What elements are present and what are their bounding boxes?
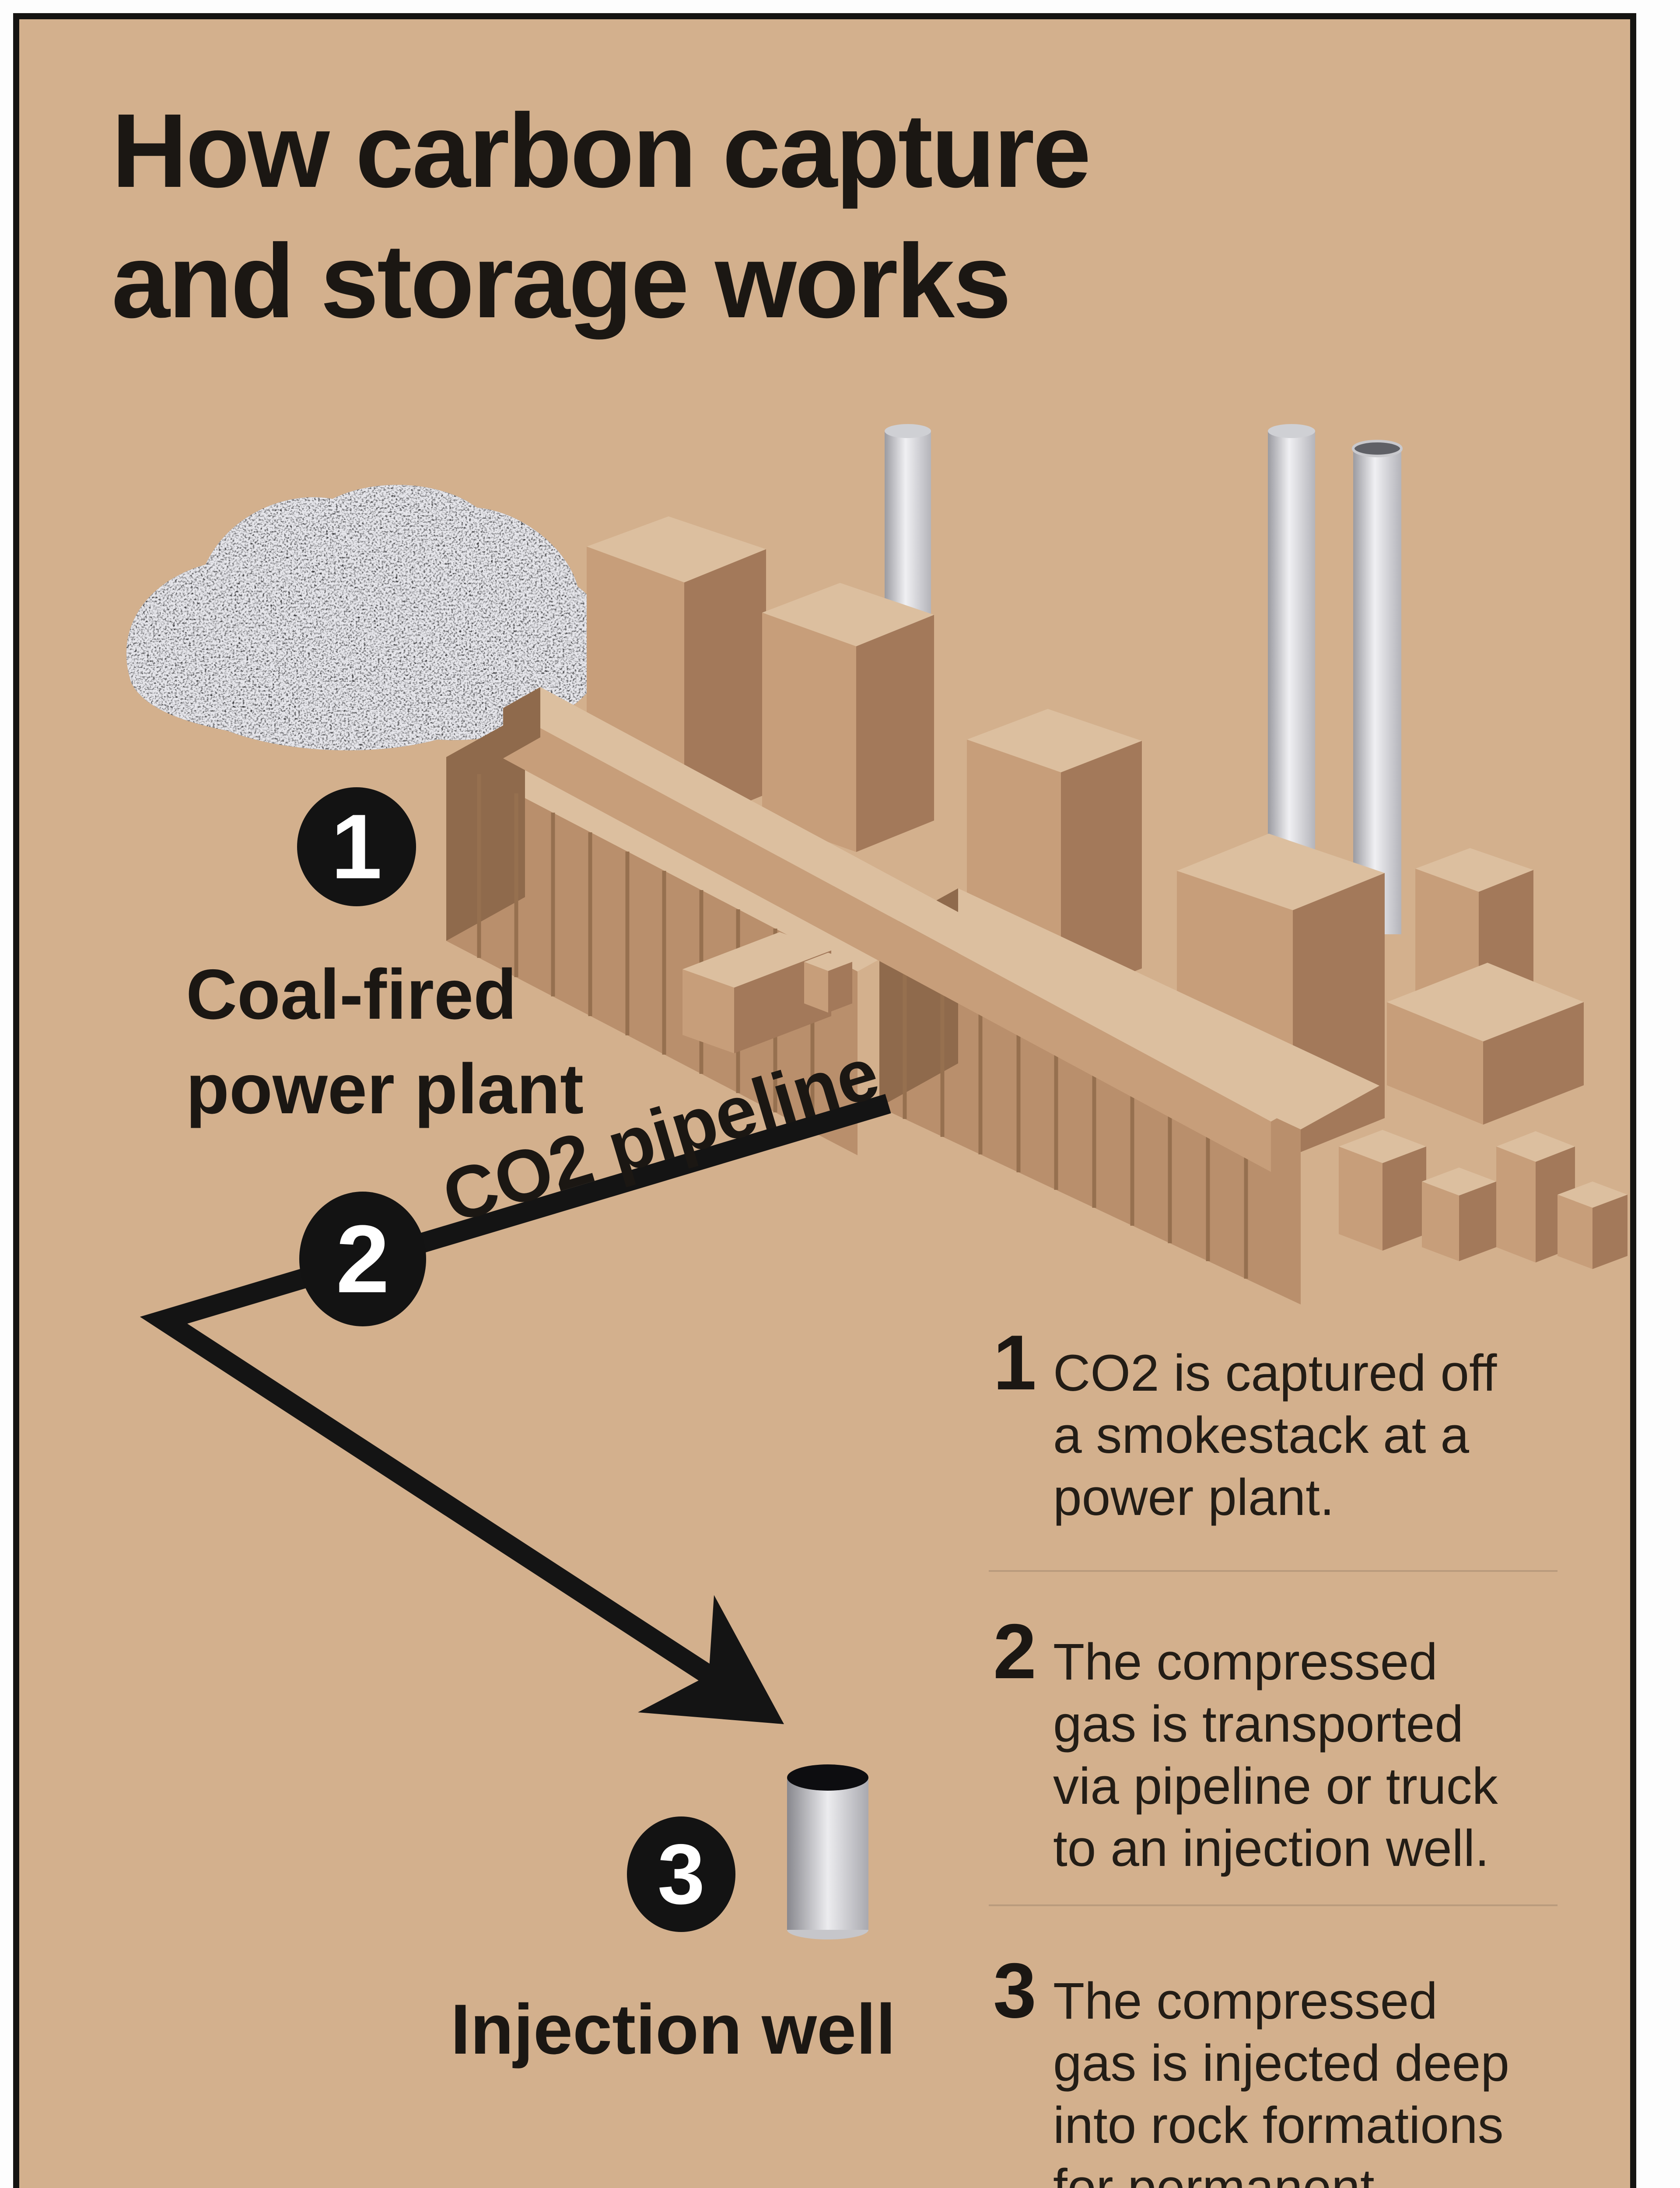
callout-step-1: 1 CO2 is captured off a smokestack at a … [993, 1324, 1623, 1529]
power-plant-illustration [446, 424, 1628, 1304]
arrowhead-icon [638, 1595, 784, 1724]
callout-text: The compressed gas is transported via pi… [1053, 1633, 1498, 1877]
callout-step-2: 2 The compressed gas is transported via … [993, 1613, 1623, 1879]
smokestack-icon [1268, 431, 1315, 882]
step-2-badge: 2 [299, 1192, 426, 1326]
numbered-circle-badge: 1 [331, 795, 382, 898]
callout-number: 1 [993, 1319, 1036, 1406]
divider [989, 1904, 1558, 1906]
coal-plant-label: Coal-fired power plant [186, 955, 584, 1129]
callout-step-3: 3 The compressed gas is injected deep in… [993, 1952, 1623, 2188]
injection-well-label: Injection well [451, 1990, 896, 2069]
injection-well-cylinder [787, 1764, 868, 1939]
numbered-circle-badge: 3 [657, 1827, 705, 1922]
step-3-badge: 3 [627, 1816, 735, 1932]
callout-number: 3 [993, 1947, 1036, 2034]
page-title: How carbon capture and storage works [112, 92, 1091, 340]
smokestack-icon [1353, 449, 1401, 934]
callout-text: The compressed gas is injected deep into… [1053, 1972, 1510, 2188]
callout-number: 2 [993, 1608, 1036, 1695]
numbered-circle-badge: 2 [336, 1205, 390, 1313]
callout-text: CO2 is captured off a smokestack at a po… [1053, 1344, 1497, 1526]
step-1-badge: 1 [297, 787, 416, 906]
divider [989, 1570, 1558, 1572]
smokestack-icon [885, 431, 931, 632]
co2-pipeline-arrow [140, 1094, 891, 1724]
